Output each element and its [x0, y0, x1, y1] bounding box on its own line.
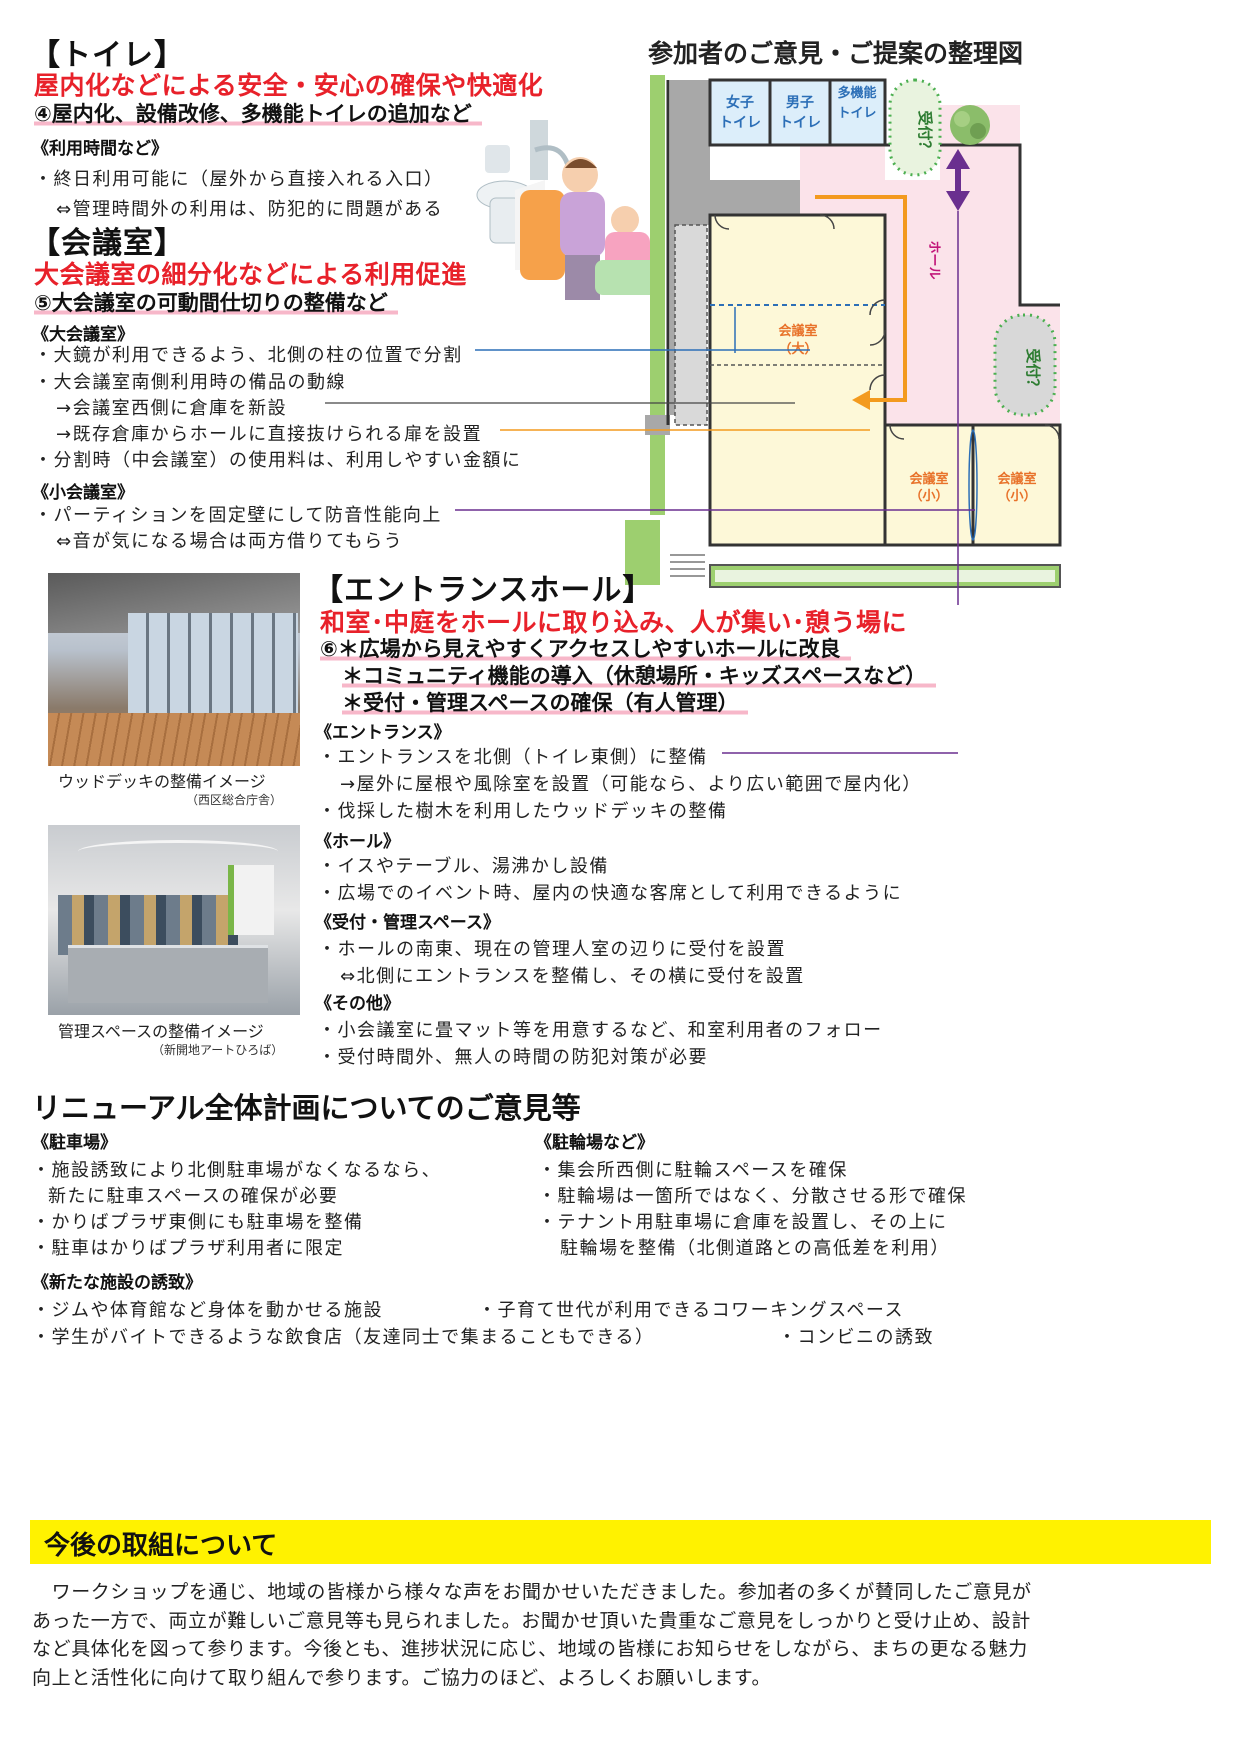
bicycle-line-4: 駐輪場を整備（北側道路との高低差を利用）	[560, 1238, 950, 1259]
floor-plan: 女子 トイレ 男子 トイレ 多機能 トイレ 受付？ 受付？ ホール 会議室 （大…	[625, 75, 1062, 605]
large-meeting-room	[708, 213, 887, 547]
toilet-illustration	[476, 120, 665, 300]
small-room-1-label-1: 会議室	[909, 471, 948, 487]
bicycle-line-2: ・駐輪場は一箇所ではなく、分散させる形で確保	[538, 1186, 967, 1207]
future-line-2: あった一方で、両立が難しいご意見等も見られました。お聞かせ頂いた貴重なご意見をし…	[32, 1609, 1031, 1632]
large-room-label-2: （大）	[778, 341, 817, 357]
toilet-line-1: ・終日利用可能に（屋外から直接入れる入口）	[34, 169, 444, 190]
small-room-2-label-1: 会議室	[997, 471, 1036, 487]
future-paragraph: ワークショップを通じ、地域の皆様から様々な声をお聞かせいただきました。参加者の多…	[32, 1578, 1212, 1692]
meeting-large-heading: 《大会議室》	[32, 325, 134, 345]
grey-corridor	[645, 80, 885, 435]
large-room-label-1: 会議室	[778, 323, 817, 339]
small-room-1-label-2: （小）	[909, 488, 948, 504]
toilet-line-2: ⇔管理時間外の利用は、防犯的に問題がある	[56, 199, 444, 220]
entrance-sub-heading: 《エントランス》	[315, 723, 451, 743]
management-space-photo	[48, 825, 300, 1015]
reception-sub-heading: 《受付・管理スペース》	[315, 913, 500, 933]
multi-toilet	[828, 78, 887, 147]
entrance-item-3: ＊受付・管理スペースの確保（有人管理）	[342, 687, 749, 717]
parking-line-3: ・かりばプラザ東側にも駐車場を整備	[32, 1212, 364, 1233]
entrance-item-1: ⑥＊広場から見えやすくアクセスしやすいホールに改良	[320, 633, 851, 663]
reception-line-2: ⇔北側にエントランスを整備し、その横に受付を設置	[340, 966, 805, 987]
entrance-line-3: ・伐採した樹木を利用したウッドデッキの整備	[318, 801, 728, 822]
hall-sub-heading: 《ホール》	[315, 832, 400, 852]
new-facility-4: ・コンビニの誘致	[778, 1327, 934, 1348]
parking-heading: 《駐車場》	[32, 1133, 117, 1153]
wood-deck-source: （西区総合庁舎）	[186, 793, 283, 807]
hall-label: ホール	[926, 240, 941, 279]
reception-south	[993, 313, 1057, 417]
entrance-title: 【エントランスホール】	[313, 573, 654, 608]
meeting-subtitle: 大会議室の細分化などによる利用促進	[34, 260, 467, 289]
meeting-large-line-2: ・大会議室南側利用時の備品の動線	[34, 372, 346, 393]
reception-line-1: ・ホールの南東、現在の管理人室の辺りに受付を設置	[318, 939, 786, 960]
bicycle-heading: 《駐輪場など》	[535, 1133, 654, 1153]
toilet-item: ④屋内化、設備改修、多機能トイレの追加など	[34, 98, 482, 128]
green-wall-sw	[625, 520, 660, 585]
meeting-large-line-4: →既存倉庫からホールに直接抜けられる扉を設置	[56, 424, 483, 445]
wood-deck-photo	[48, 573, 300, 766]
other-sub-heading: 《その他》	[315, 994, 400, 1014]
meeting-small-line-2: ⇔音が気になる場合は両方借りてもらう	[56, 531, 404, 552]
hall-line-2: ・広場でのイベント時、屋内の快適な客席として利用できるように	[318, 883, 903, 904]
toilet-usage-heading: 《利用時間など》	[32, 139, 168, 159]
entrance-item-2: ＊コミュニティ機能の導入（休憩場所・キッズスペースなど）	[342, 660, 937, 690]
toilet-title: 【トイレ】	[30, 38, 185, 73]
future-line-4: 向上と活性化に向けて取り組んで参ります。ご協力のほど、よろしくお願いします。	[32, 1666, 772, 1689]
bicycle-line-3: ・テナント用駐車場に倉庫を設置し、その上に	[538, 1212, 948, 1233]
reception-south-label: 受付？	[1024, 348, 1042, 393]
storage	[674, 224, 708, 426]
meeting-small-line-1: ・パーティションを固定壁にして防音性能向上	[34, 505, 442, 526]
renewal-title: リニューアル全体計画についてのご意見等	[32, 1091, 581, 1125]
parking-line-1: ・施設誘致により北側駐車場がなくなるなら、	[32, 1160, 442, 1181]
multi-toilet-label-2: トイレ	[837, 106, 876, 121]
meeting-large-line-5: ・分割時（中会議室）の使用料は、利用しやすい金額に	[34, 450, 522, 471]
bicycle-line-1: ・集会所西側に駐輪スペースを確保	[538, 1160, 848, 1181]
parking-line-2: 新たに駐車スペースの確保が必要	[48, 1186, 339, 1207]
new-facility-heading: 《新たな施設の誘致》	[32, 1273, 202, 1293]
new-facility-3: ・学生がバイトできるような飲食店（友達同士で集まることもできる）	[32, 1327, 655, 1348]
reception-north-label: 受付？	[916, 110, 934, 155]
men-toilet-label-2: トイレ	[779, 115, 821, 131]
other-line-2: ・受付時間外、無人の時間の防犯対策が必要	[318, 1047, 708, 1068]
orange-arrow	[815, 195, 907, 402]
future-title-bar	[30, 1520, 1211, 1564]
entrance-line-1: ・エントランスを北側（トイレ東側）に整備	[318, 747, 708, 768]
green-wall-west	[650, 75, 665, 515]
multi-toilet-label-1: 多機能	[837, 85, 876, 101]
meeting-small-heading: 《小会議室》	[32, 483, 134, 503]
future-line-3: など具体化を図って参ります。今後とも、進捗状況に応じ、地域の皆様にお知らせをしな…	[32, 1638, 1028, 1661]
new-facility-2: ・子育て世代が利用できるコワーキングスペース	[478, 1300, 904, 1321]
parking-line-4: ・駐車はかりばプラザ利用者に限定	[32, 1238, 344, 1259]
management-space-caption: 管理スペースの整備イメージ	[58, 1022, 264, 1041]
new-facility-1: ・ジムや体育館など身体を動かせる施設	[32, 1300, 383, 1321]
management-space-source: （新開地アートひろば）	[152, 1043, 284, 1057]
wood-deck-caption: ウッドデッキの整備イメージ	[58, 772, 266, 791]
purple-arrow	[946, 149, 970, 211]
reception-north	[888, 78, 942, 177]
diagram-title: 参加者のご意見・ご提案の整理図	[648, 39, 1024, 68]
meeting-item: ⑤大会議室の可動間仕切りの整備など	[34, 287, 398, 317]
stairs	[670, 554, 705, 577]
other-line-1: ・小会議室に畳マット等を用意するなど、和室利用者のフォロー	[318, 1020, 883, 1041]
meeting-large-line-1: ・大鏡が利用できるよう、北側の柱の位置で分割	[34, 345, 463, 366]
small-meeting-room-2	[971, 423, 1062, 547]
women-toilet	[708, 78, 772, 147]
women-toilet-label-1: 女子	[726, 94, 754, 111]
future-line-1: ワークショップを通じ、地域の皆様から様々な声をお聞かせいただきました。参加者の多…	[32, 1581, 1032, 1603]
meeting-large-line-3: →会議室西側に倉庫を新設	[56, 398, 288, 419]
entrance-line-2: →屋外に屋根や風除室を設置（可能なら、より広い範囲で屋内化）	[340, 774, 922, 795]
men-toilet-label-1: 男子	[786, 95, 814, 111]
small-room-2-label-2: （小）	[997, 488, 1036, 504]
entrance-subtitle: 和室･中庭をホールに取り込み、人が集い･憩う場に	[320, 608, 908, 637]
meeting-title: 【会議室】	[30, 226, 185, 261]
future-title: 今後の取組について	[44, 1531, 278, 1561]
toilet-subtitle: 屋内化などによる安全・安心の確保や快適化	[34, 71, 544, 100]
women-toilet-label-2: トイレ	[719, 115, 761, 131]
hall-line-1: ・イスやテーブル、湯沸かし設備	[318, 856, 609, 877]
